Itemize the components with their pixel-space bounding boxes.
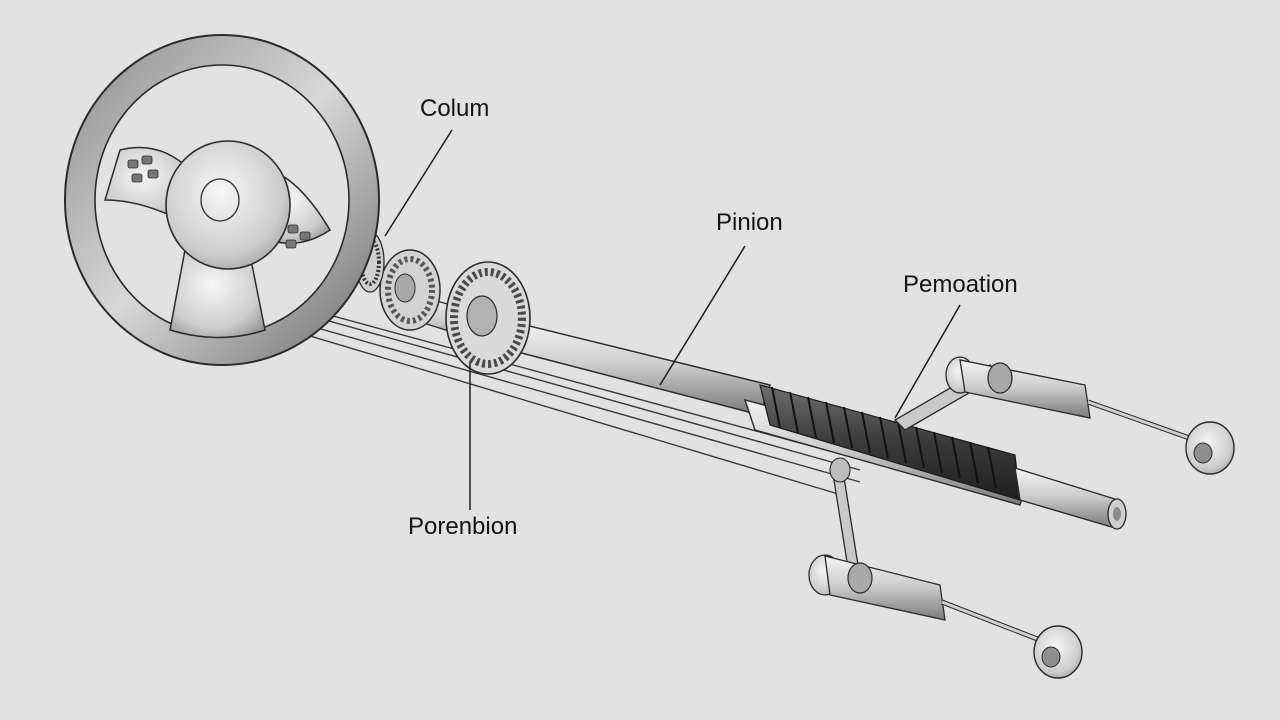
steering-wheel — [64, 34, 380, 366]
leader-lines — [384, 129, 961, 510]
upper-tie-rod — [893, 356, 1235, 475]
rack-housing — [743, 384, 1127, 530]
label-pemoation: Pemoation — [903, 271, 1018, 298]
wheel-control-buttons-left — [127, 155, 159, 183]
pinion-gear-large — [445, 261, 531, 375]
leader-pinion — [659, 245, 746, 386]
label-pinion: Pinion — [716, 209, 783, 236]
leader-colum — [384, 129, 453, 237]
lower-tie-rod — [808, 457, 1083, 679]
label-colum: Colum — [420, 95, 490, 122]
label-porenbion: Porenbion — [408, 513, 518, 540]
bellows-ribs — [771, 386, 997, 489]
leader-pemoation — [894, 304, 961, 419]
wheel-control-buttons-right — [285, 224, 311, 249]
pinion-gear-small — [379, 249, 441, 331]
